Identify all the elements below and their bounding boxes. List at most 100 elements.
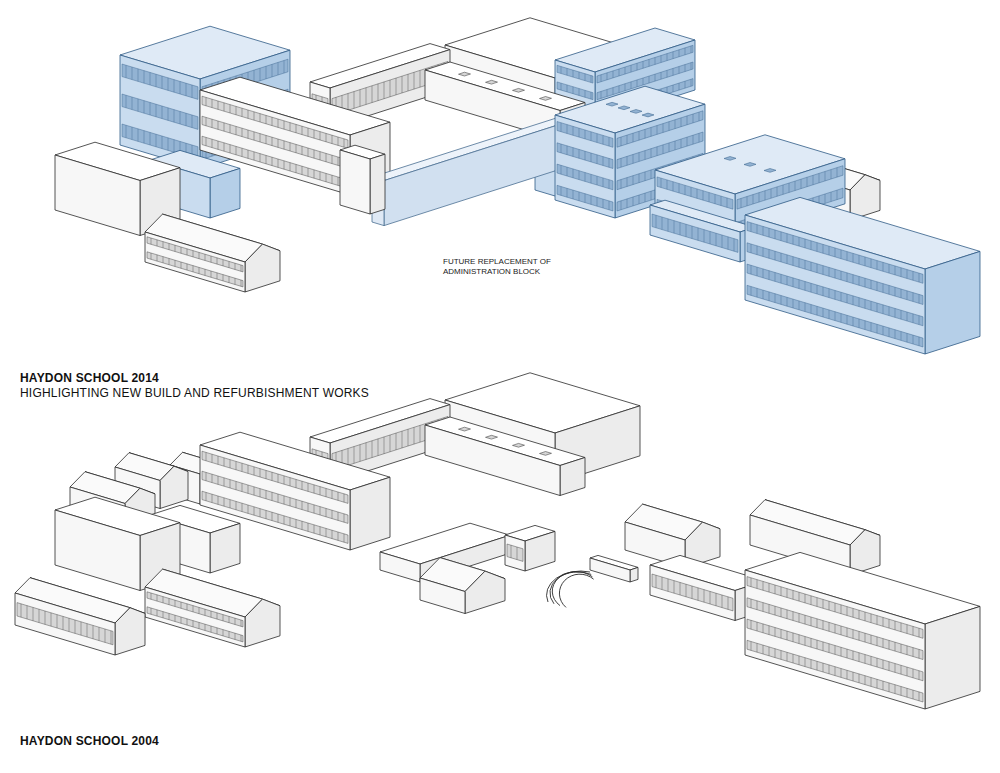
drawing-title: HAYDON SCHOOL 2014	[20, 371, 159, 385]
window-mullion	[859, 319, 860, 328]
window-mullion	[775, 649, 776, 658]
window-mullion	[314, 485, 315, 493]
window-mullion	[656, 215, 657, 228]
window-mullion	[825, 194, 826, 203]
window-mullion	[667, 54, 668, 61]
window-mullion	[847, 315, 848, 324]
window-mullion	[751, 620, 752, 629]
window-mullion	[793, 654, 794, 663]
window-mullion	[805, 637, 806, 646]
window-mullion	[348, 93, 349, 110]
window-mullion	[907, 291, 908, 300]
window-mullion	[561, 187, 562, 196]
window-mullion	[212, 494, 213, 502]
window-mullion	[199, 622, 200, 628]
window-mullion	[138, 129, 139, 142]
window-mullion	[793, 590, 794, 599]
window-mullion	[296, 519, 297, 527]
window-mullion	[585, 151, 586, 160]
window-mullion	[302, 521, 303, 529]
window-mullion	[308, 483, 309, 491]
window-mullion	[913, 626, 914, 635]
window-mullion	[649, 76, 650, 83]
window-mullion	[174, 80, 175, 93]
window-mullion	[163, 597, 164, 603]
window-mullion	[673, 182, 674, 192]
window-mullion	[679, 184, 680, 193]
window-mullion	[901, 665, 902, 674]
window-mullion	[235, 278, 236, 284]
window-mullion	[853, 296, 854, 305]
window-mullion	[168, 138, 169, 151]
window-mullion	[567, 125, 568, 134]
window-mullion	[871, 301, 872, 310]
window-mullion	[366, 88, 367, 105]
building-face	[15, 593, 115, 655]
window-mullion	[865, 655, 866, 664]
window-mullion	[308, 523, 309, 531]
window-mullion	[186, 113, 187, 126]
window-mullion	[751, 642, 752, 651]
window-mullion	[284, 476, 285, 484]
window-mullion	[793, 278, 794, 287]
window-mullion	[126, 65, 127, 78]
window-mullion	[727, 198, 728, 207]
window-mullion	[579, 192, 580, 201]
window-mullion	[254, 507, 255, 515]
window-mullion	[99, 627, 100, 640]
window-mullion	[667, 180, 668, 189]
window-mullion	[847, 294, 848, 303]
window-mullion	[811, 660, 812, 669]
window-mullion	[817, 264, 818, 273]
window-mullion	[883, 617, 884, 626]
window-mullion	[284, 516, 285, 524]
window-mullion	[591, 153, 592, 162]
window-mullion	[296, 479, 297, 487]
window-mullion	[841, 605, 842, 614]
window-mullion	[354, 447, 355, 464]
window-mullion	[126, 95, 127, 108]
window-mullion	[613, 71, 614, 78]
window-mullion	[703, 191, 704, 201]
window-mullion	[150, 102, 151, 115]
window-mullion	[769, 271, 770, 280]
window-mullion	[859, 276, 860, 285]
window-mullion	[224, 103, 225, 111]
window-mullion	[781, 651, 782, 660]
window-mullion	[716, 593, 717, 606]
window-mullion	[817, 619, 818, 628]
window-mullion	[734, 239, 735, 252]
window-mullion	[223, 275, 224, 281]
window-mullion	[585, 130, 586, 139]
building-face	[55, 155, 140, 236]
window-mullion	[314, 170, 315, 178]
window-mullion	[662, 217, 663, 230]
window-mullion	[105, 629, 106, 642]
window-mullion	[889, 328, 890, 337]
window-mullion	[913, 293, 914, 302]
window-mullion	[829, 246, 830, 255]
window-mullion	[655, 58, 656, 65]
window-mullion	[793, 257, 794, 266]
window-mullion	[781, 274, 782, 283]
window-mullion	[680, 222, 681, 235]
window-mullion	[907, 688, 908, 697]
window-mullion	[193, 266, 194, 272]
window-band	[202, 96, 348, 148]
window-mullion	[205, 609, 206, 615]
window-mullion	[793, 612, 794, 621]
window-mullion	[217, 613, 218, 619]
window-mullion	[763, 290, 764, 299]
window-mullion	[829, 267, 830, 276]
drawing-title: HAYDON SCHOOL 2004	[20, 734, 159, 748]
window-mullion	[907, 333, 908, 342]
window-mullion	[787, 297, 788, 306]
window-mullion	[877, 261, 878, 270]
roof-light	[618, 106, 630, 110]
window-mullion	[150, 72, 151, 85]
window-mullion	[669, 143, 670, 152]
window-mullion	[751, 578, 752, 587]
window-mullion	[175, 600, 176, 606]
window-mullion	[775, 272, 776, 281]
window-mullion	[296, 164, 297, 172]
